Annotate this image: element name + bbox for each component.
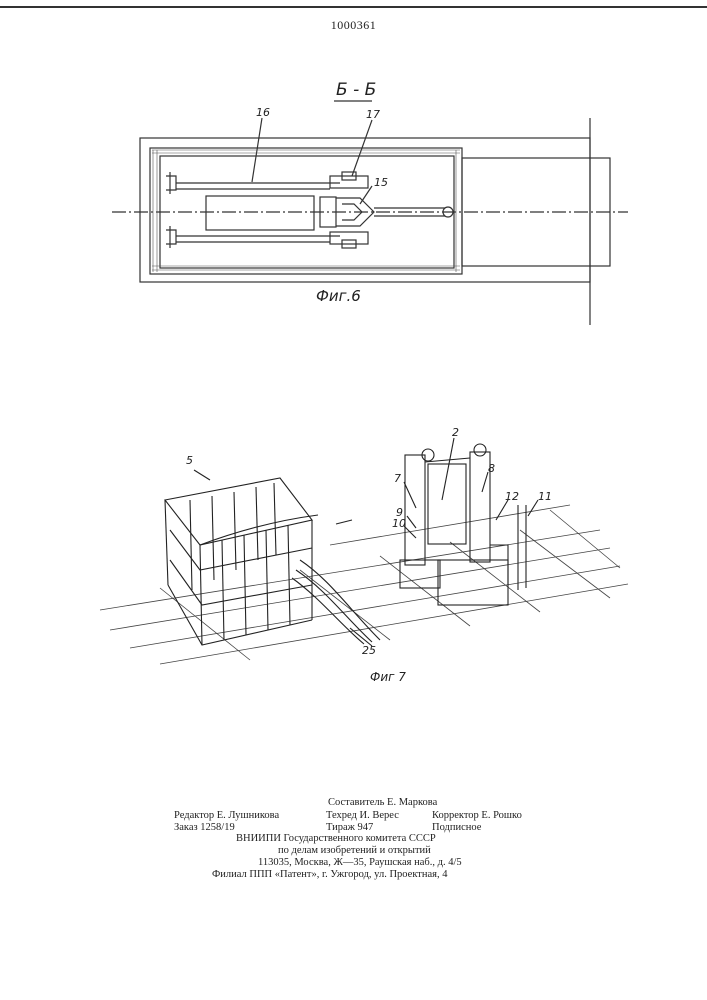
figure-7-caption: Фиг 7 — [370, 670, 406, 684]
callout-10: 10 — [392, 517, 406, 530]
compiler: Составитель Е. Маркова — [328, 796, 437, 809]
order: Заказ 1258/19 — [174, 821, 235, 834]
callout-11: 11 — [538, 490, 552, 503]
branch: Филиал ППП «Патент», г. Ужгород, ул. Про… — [212, 868, 447, 881]
callout-2: 2 — [452, 426, 459, 439]
callout-7: 7 — [394, 472, 401, 485]
callout-12: 12 — [505, 490, 519, 503]
callout-5: 5 — [186, 454, 193, 467]
callout-25: 25 — [362, 644, 376, 657]
subscription: Подписное — [432, 821, 481, 834]
callout-8: 8 — [488, 462, 495, 475]
imprint: Составитель Е. Маркова Редактор Е. Лушни… — [0, 796, 707, 876]
